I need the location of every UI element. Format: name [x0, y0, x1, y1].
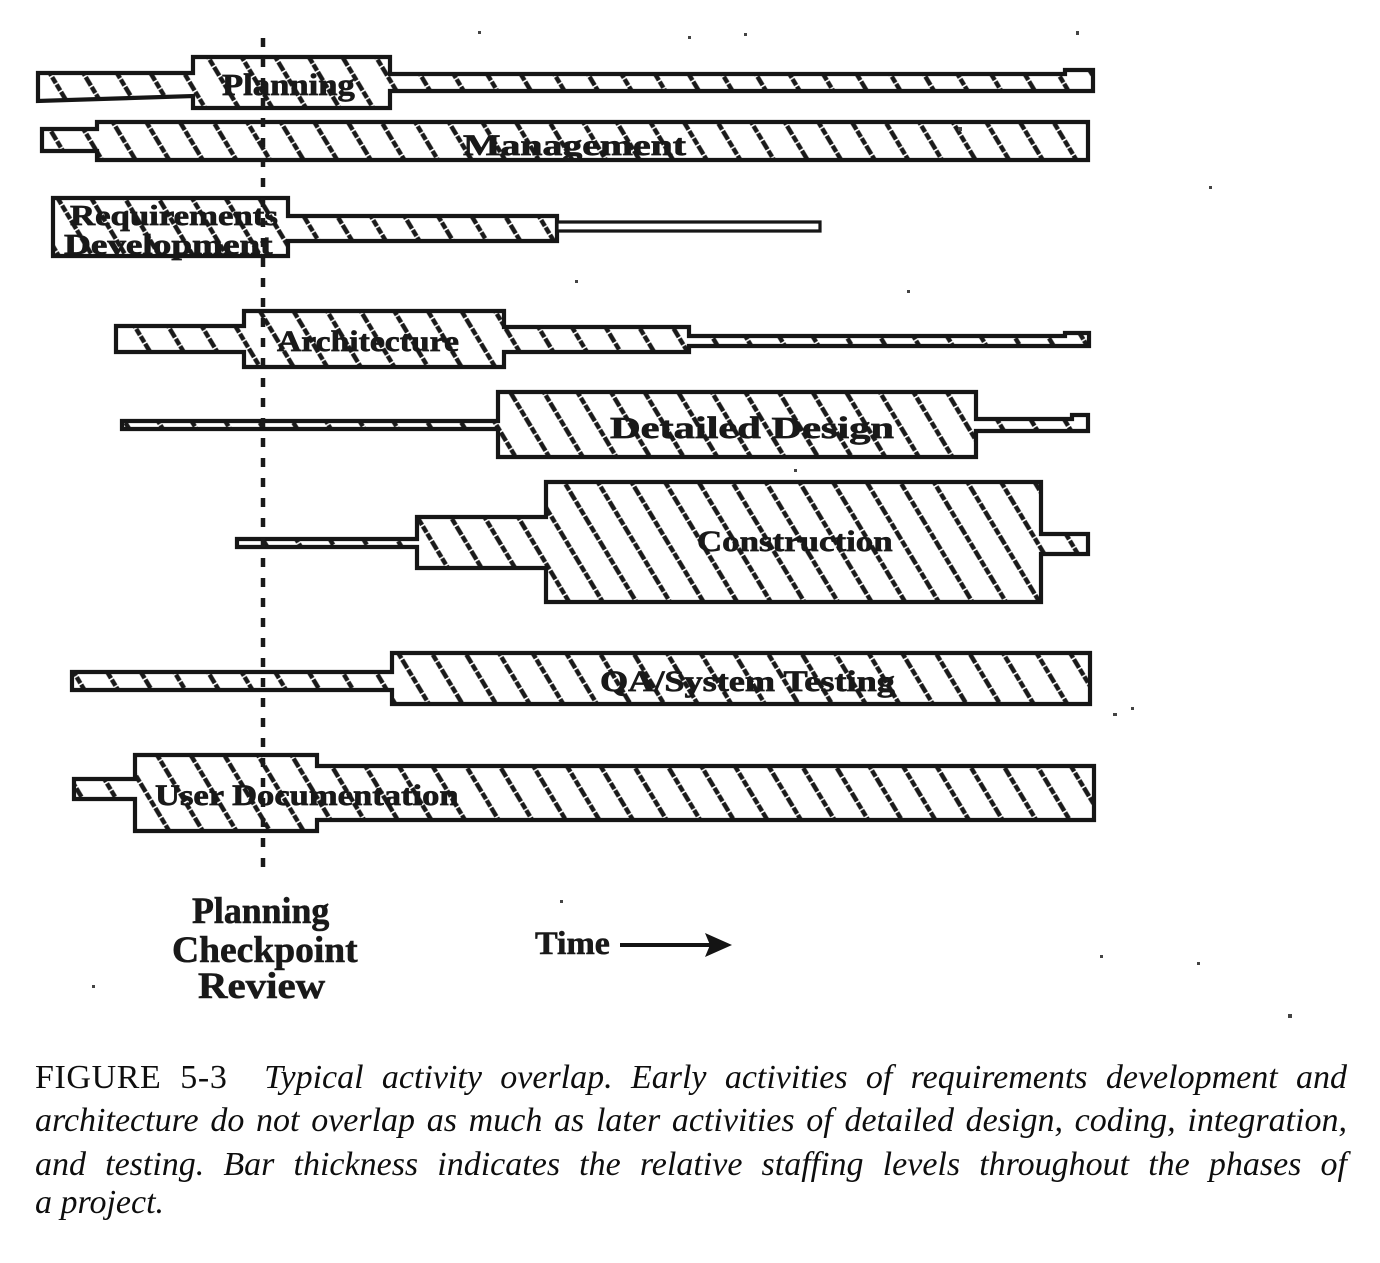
- svg-text:Requirements: Requirements: [70, 199, 278, 232]
- svg-text:Architecture: Architecture: [277, 325, 459, 358]
- svg-text:Checkpoint: Checkpoint: [172, 930, 358, 971]
- svg-text:Review: Review: [198, 966, 325, 1007]
- svg-text:Construction: Construction: [697, 525, 893, 558]
- svg-text:User Documentation: User Documentation: [155, 778, 459, 811]
- svg-text:QA/System Testing: QA/System Testing: [600, 665, 895, 698]
- svg-text:Planning: Planning: [222, 69, 355, 103]
- svg-text:Planning: Planning: [192, 890, 329, 931]
- svg-text:Management: Management: [463, 129, 686, 162]
- svg-text:Development: Development: [64, 229, 272, 261]
- svg-text:Detailed Design: Detailed Design: [610, 411, 894, 445]
- svg-text:Time: Time: [535, 925, 610, 961]
